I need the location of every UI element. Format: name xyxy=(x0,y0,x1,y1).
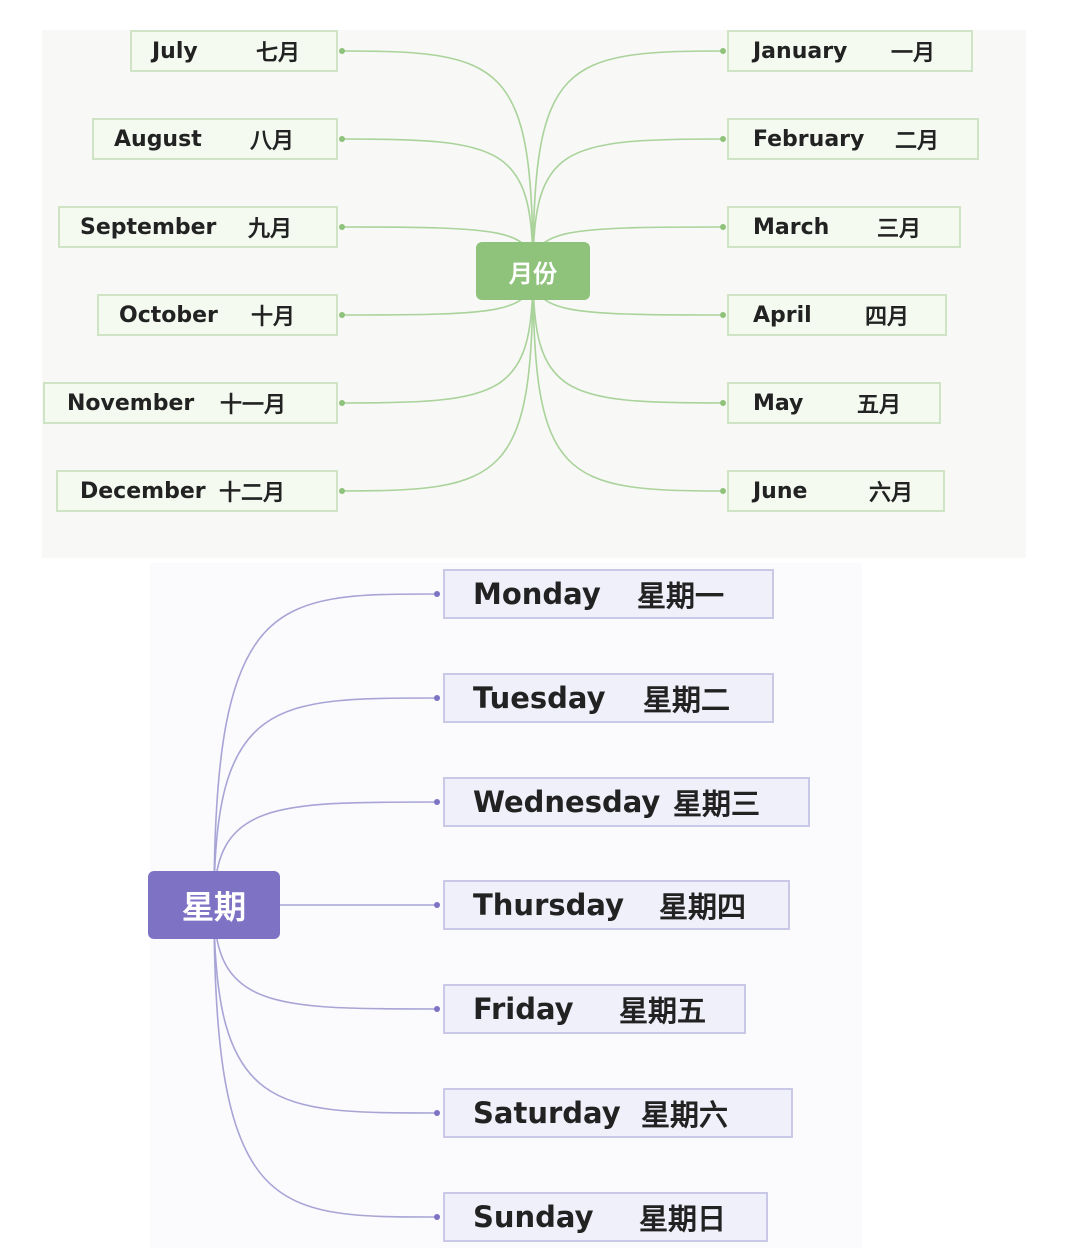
weekday-link xyxy=(213,904,438,1114)
weekday-english: Sunday xyxy=(473,1200,594,1234)
month-node-april: April 四月 xyxy=(727,294,947,336)
month-link xyxy=(341,50,534,272)
month-chinese: 十二月 xyxy=(219,481,286,506)
month-node-january: January 一月 xyxy=(727,30,973,72)
weekday-node-saturday: Saturday 星期六 xyxy=(443,1088,793,1138)
weekday-link xyxy=(213,801,438,906)
month-chinese: 四月 xyxy=(865,305,910,330)
month-link xyxy=(341,138,534,272)
weekday-chinese: 星期二 xyxy=(643,683,731,717)
weekday-node-wednesday: Wednesday 星期三 xyxy=(443,777,810,827)
weekday-node-monday: Monday 星期一 xyxy=(443,569,774,619)
weekday-chinese: 星期五 xyxy=(619,994,707,1028)
month-english: April xyxy=(753,302,812,328)
weekday-link xyxy=(213,593,438,906)
month-chinese: 十一月 xyxy=(220,393,287,418)
link-endpoint-dot xyxy=(339,48,345,54)
link-endpoint-dot xyxy=(434,695,440,701)
weekday-english: Thursday xyxy=(473,888,624,922)
weekday-chinese: 星期日 xyxy=(639,1202,727,1236)
month-english: May xyxy=(753,390,804,416)
month-english: December xyxy=(80,478,206,504)
weekday-node-sunday: Sunday 星期日 xyxy=(443,1192,768,1242)
link-endpoint-dot xyxy=(434,799,440,805)
month-chinese: 十月 xyxy=(251,305,296,330)
month-chinese: 九月 xyxy=(248,217,293,242)
weekday-chinese: 星期三 xyxy=(673,787,761,821)
month-english: June xyxy=(753,478,808,504)
link-endpoint-dot xyxy=(339,400,345,406)
month-node-march: March 三月 xyxy=(727,206,961,248)
month-chinese: 八月 xyxy=(250,129,295,154)
month-english: January xyxy=(753,38,848,64)
month-english: February xyxy=(753,126,865,152)
link-endpoint-dot xyxy=(339,488,345,494)
month-chinese: 一月 xyxy=(891,41,936,66)
month-chinese: 二月 xyxy=(895,129,940,154)
link-endpoint-dot xyxy=(339,224,345,230)
month-link xyxy=(532,270,724,404)
weekday-link xyxy=(213,904,438,1010)
link-endpoint-dot xyxy=(434,1110,440,1116)
link-endpoint-dot xyxy=(720,136,726,142)
weekday-link xyxy=(213,904,438,1218)
link-endpoint-dot xyxy=(720,312,726,318)
link-endpoint-dot xyxy=(720,488,726,494)
link-endpoint-dot xyxy=(339,136,345,142)
month-chinese: 六月 xyxy=(869,481,914,506)
month-link xyxy=(532,138,724,272)
weekdays-center-node: 星期 xyxy=(148,871,280,939)
month-node-september: September 九月 xyxy=(58,206,338,248)
month-link xyxy=(341,270,534,404)
month-chinese: 三月 xyxy=(877,217,922,242)
month-node-may: May 五月 xyxy=(727,382,941,424)
month-link xyxy=(341,270,534,492)
month-node-august: August 八月 xyxy=(92,118,338,160)
link-endpoint-dot xyxy=(434,1006,440,1012)
link-endpoint-dot xyxy=(720,224,726,230)
link-endpoint-dot xyxy=(720,48,726,54)
month-english: September xyxy=(80,214,217,240)
weekday-english: Friday xyxy=(473,992,574,1026)
weekday-english: Saturday xyxy=(473,1096,621,1130)
weekday-link xyxy=(213,697,438,906)
weekday-node-tuesday: Tuesday 星期二 xyxy=(443,673,774,723)
month-node-november: November 十一月 xyxy=(43,382,338,424)
weekday-english: Tuesday xyxy=(473,681,606,715)
month-chinese: 五月 xyxy=(857,393,902,418)
link-endpoint-dot xyxy=(339,312,345,318)
month-node-june: June 六月 xyxy=(727,470,945,512)
month-link xyxy=(532,270,724,492)
month-english: October xyxy=(119,302,218,328)
months-center-node: 月份 xyxy=(476,242,590,300)
month-node-october: October 十月 xyxy=(97,294,338,336)
weekday-chinese: 星期一 xyxy=(637,579,725,613)
link-endpoint-dot xyxy=(434,902,440,908)
month-english: March xyxy=(753,214,830,240)
month-english: August xyxy=(114,126,202,152)
weekday-chinese: 星期六 xyxy=(641,1098,729,1132)
link-endpoint-dot xyxy=(434,1214,440,1220)
weekday-node-thursday: Thursday 星期四 xyxy=(443,880,790,930)
weekday-english: Monday xyxy=(473,577,601,611)
month-node-july: July 七月 xyxy=(130,30,338,72)
link-endpoint-dot xyxy=(720,400,726,406)
month-node-february: February 二月 xyxy=(727,118,979,160)
month-english: July xyxy=(152,38,198,64)
month-chinese: 七月 xyxy=(256,41,301,66)
weekday-node-friday: Friday 星期五 xyxy=(443,984,746,1034)
weekday-english: Wednesday xyxy=(473,785,661,819)
link-endpoint-dot xyxy=(434,591,440,597)
month-english: November xyxy=(67,390,195,416)
month-node-december: December 十二月 xyxy=(56,470,338,512)
month-link xyxy=(532,50,724,272)
weekday-chinese: 星期四 xyxy=(659,890,747,924)
